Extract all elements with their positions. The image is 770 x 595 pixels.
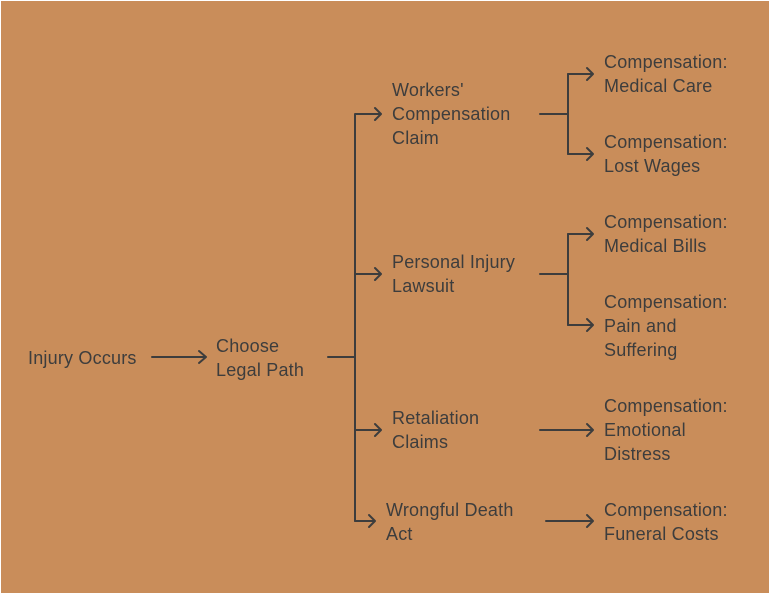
edge-retaliation-to-emotional [539,423,594,437]
node-workers-compensation-claim: Workers' Compensation Claim [392,78,510,150]
node-label-line: Medical Care [604,76,713,96]
node-comp-funeral-costs: Compensation: Funeral Costs [604,498,728,546]
node-label-line: Compensation: [604,396,728,416]
node-label-line: Injury Occurs [28,348,137,368]
node-label-line: Choose [216,336,280,356]
edge-root-to-choose [151,350,207,364]
edge-choose-trunk [327,356,356,522]
node-comp-pain-suffering: Compensation: Pain and Suffering [604,290,728,362]
edge-wrongful-to-funeral [545,514,594,528]
edge-personal-stem [539,233,569,326]
edge-choose-to-retaliation [354,423,382,437]
node-label-line: Workers' [392,80,464,100]
edge-workers-to-wages [567,147,594,161]
node-label-line: Compensation [392,104,511,124]
node-label-line: Medical Bills [604,236,707,256]
edge-personal-to-bills [567,227,594,241]
edge-workers-stem [539,73,569,155]
node-label-line: Legal Path [216,360,305,380]
node-comp-emotional-distress: Compensation: Emotional Distress [604,394,728,466]
node-injury-occurs: Injury Occurs [28,346,137,370]
edge-choose-to-personal [354,267,382,281]
node-label-line: Compensation: [604,212,728,232]
edge-workers-to-care [567,67,594,81]
node-label-line: Pain and [604,316,677,336]
node-label-line: Compensation: [604,500,728,520]
node-retaliation-claims: Retaliation Claims [392,406,479,454]
node-choose-legal-path: Choose Legal Path [216,334,304,382]
node-label-line: Compensation: [604,292,728,312]
node-label-line: Compensation: [604,52,728,72]
node-wrongful-death-act: Wrongful Death Act [386,498,514,546]
node-comp-medical-care: Compensation: Medical Care [604,50,728,98]
node-label-line: Compensation: [604,132,728,152]
edge-choose-to-workers [354,107,382,358]
node-label-line: Retaliation [392,408,480,428]
node-comp-medical-bills: Compensation: Medical Bills [604,210,728,258]
node-label-line: Personal Injury [392,252,516,272]
node-label-line: Suffering [604,340,678,360]
node-comp-lost-wages: Compensation: Lost Wages [604,130,728,178]
node-label-line: Distress [604,444,671,464]
edge-personal-to-pain [567,318,594,332]
node-label-line: Lawsuit [392,276,455,296]
node-label-line: Claims [392,432,449,452]
node-label-line: Claim [392,128,440,148]
edge-choose-to-wrongful [354,514,376,528]
node-personal-injury-lawsuit: Personal Injury Lawsuit [392,250,515,298]
node-label-line: Act [386,524,413,544]
node-label-line: Emotional [604,420,686,440]
node-label-line: Lost Wages [604,156,701,176]
node-label-line: Wrongful Death [386,500,514,520]
node-label-line: Funeral Costs [604,524,719,544]
